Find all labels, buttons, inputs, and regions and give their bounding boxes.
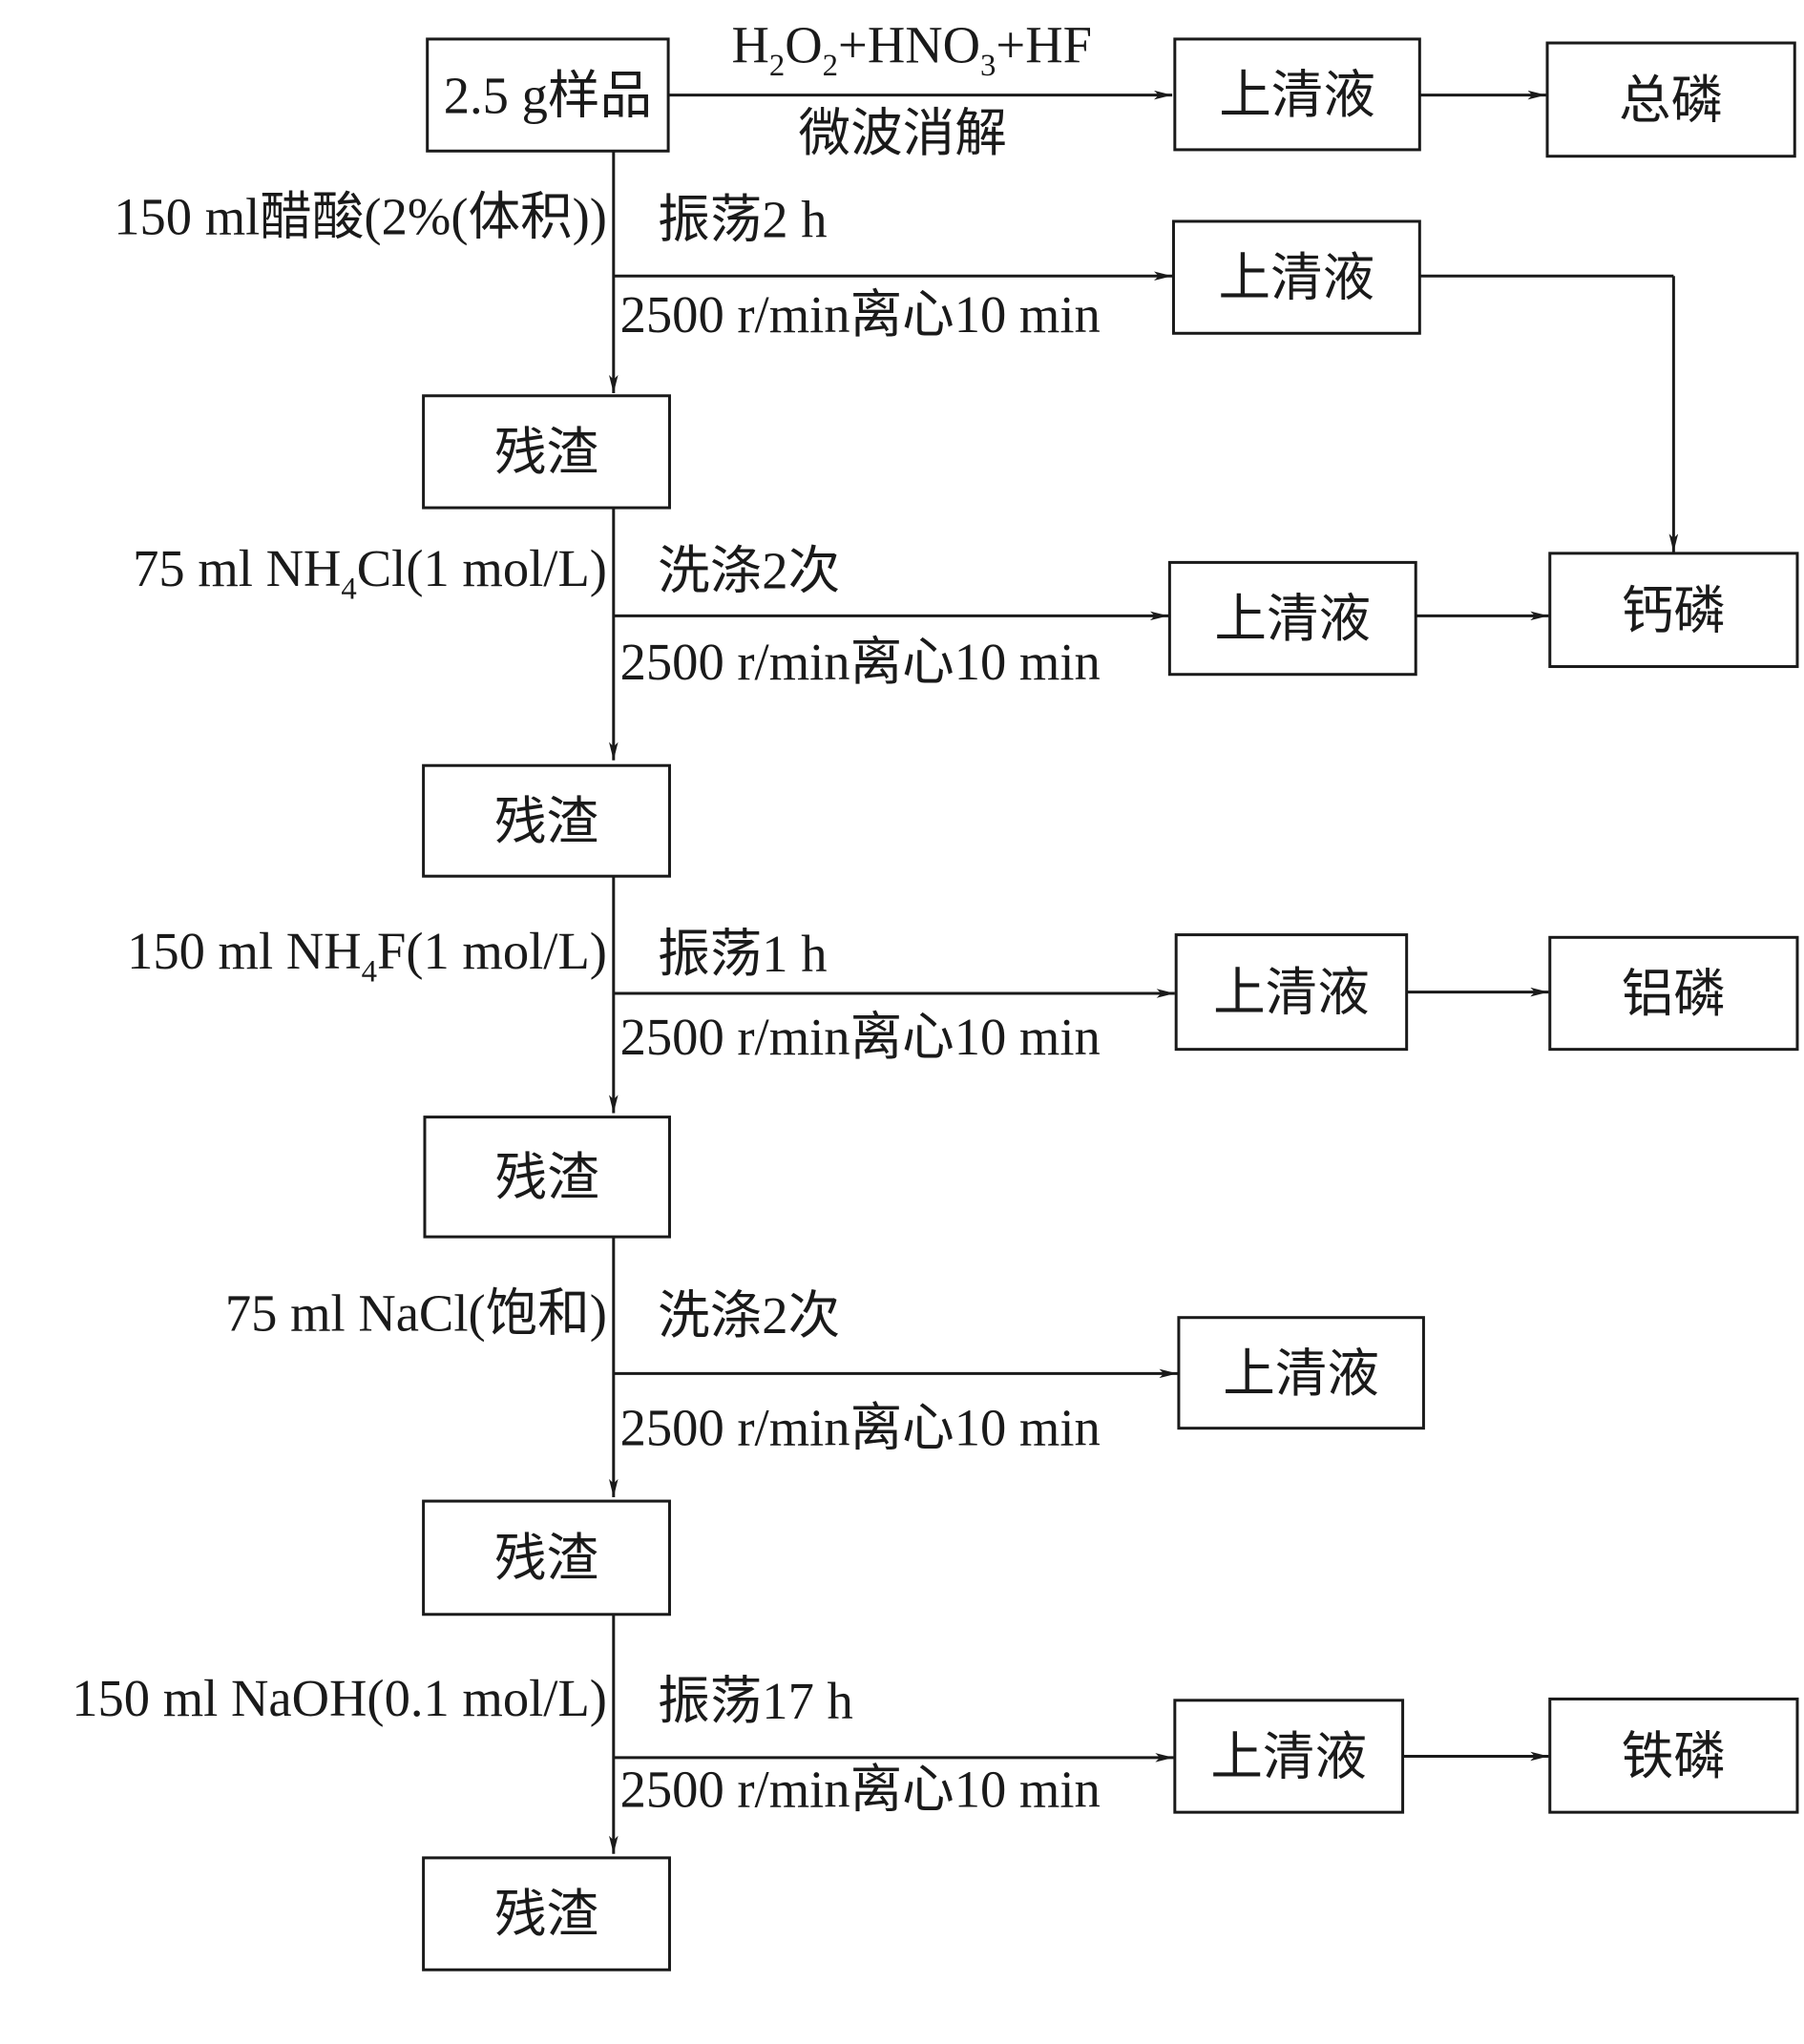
step-action: 振荡2 h [658,190,827,248]
residue-box-frame [422,1499,671,1616]
product-box-2-frame [1548,935,1799,1052]
supernatant-box: 上清液 [1167,560,1417,677]
supernatant-box-frame [1171,219,1421,335]
residue-box-label: 残渣 [494,1530,598,1588]
step-reagent-part: F(1 mol/L) [377,922,607,980]
product-box-2-label: 铝磷 [1622,965,1726,1023]
supernatant-box-0: 上清液 [1173,37,1421,152]
supernatant-box: 上清液 [1174,933,1409,1052]
digest-reagent-part: 3 [980,49,996,83]
supernatant-box: 上清液 [1173,1699,1405,1814]
residue-box-frame [422,394,671,510]
digest-reagent-part: +HNO [838,15,980,73]
residue-box-label: 残渣 [495,1148,599,1206]
digest-reagent-part: 2 [823,49,838,83]
step-reagent-part: 4 [341,573,356,607]
step-centrifuge: 2500 r/min离心10 min [620,633,1101,691]
step-reagent-part: 75 ml NH [133,539,341,597]
step-reagent: 150 ml醋酸(2%(体积)) [114,188,607,246]
supernatant-box-frame [1174,933,1409,1052]
product-box-4-frame [1548,1697,1799,1814]
step-centrifuge: 2500 r/min离心10 min [620,285,1101,344]
digest-method: 微波消解 [799,104,1007,162]
calcium-phosphorus-box: 钙磷 [1548,552,1799,669]
supernatant-box-frame [1173,1699,1405,1814]
sample-box-label: 2.5 g样品 [444,67,652,125]
step-action: 洗涤2次 [658,542,840,600]
residue-box-frame [422,763,671,878]
residue-box-frame [423,1116,671,1239]
calcium-phosphorus-box-label: 钙磷 [1622,581,1726,639]
step-reagent-part: 150 ml醋酸(2%(体积)) [114,188,607,246]
sample-box: 2.5 g样品 [426,37,670,153]
residue-box-label: 残渣 [494,1886,598,1944]
supernatant-box-label: 上清液 [1214,590,1371,648]
digest-reagent-part: H [732,15,769,73]
residue-box: 残渣 [422,394,671,510]
residue-box-label: 残渣 [494,424,598,482]
digest-reagent-part: +HF [996,15,1092,73]
supernatant-box-frame [1167,560,1417,677]
step-action: 振荡17 h [658,1672,853,1730]
step-action: 洗涤2次 [658,1286,840,1345]
residue-box: 残渣 [422,1499,671,1616]
step-reagent: 75 ml NaCl(饱和) [225,1283,607,1342]
digest-reagent-part: 2 [769,49,785,83]
supernatant-box-label: 上清液 [1223,1345,1379,1403]
calcium-phosphorus-box-frame [1548,552,1799,669]
supernatant-box-0-frame [1173,37,1421,152]
step-reagent-part: 4 [362,955,377,990]
product-box-4: 铁磷 [1548,1697,1799,1814]
step-reagent: 150 ml NaOH(0.1 mol/L) [72,1669,607,1727]
step-reagent: 150 ml NH4F(1 mol/L) [127,922,607,990]
supernatant-box-frame [1177,1316,1425,1430]
step-action: 振荡1 h [658,925,827,983]
supernatant-box: 上清液 [1177,1316,1425,1430]
step-reagent-part: Cl(1 mol/L) [357,539,607,597]
supernatant-box-label: 上清液 [1219,249,1375,307]
supernatant-box-0-label: 上清液 [1219,66,1375,124]
step-reagent: 75 ml NH4Cl(1 mol/L) [133,539,607,607]
step-centrifuge: 2500 r/min离心10 min [620,1008,1101,1066]
product-box-4-label: 铁磷 [1622,1727,1726,1785]
digest-reagent-part: O [785,15,822,73]
step-reagent-part: 150 ml NaOH(0.1 mol/L) [72,1669,607,1727]
residue-box-frame [422,1856,671,1971]
residue-box: 残渣 [422,763,671,878]
supernatant-box: 上清液 [1171,219,1421,335]
step-centrifuge: 2500 r/min离心10 min [620,1761,1101,1819]
total-phosphorus-box-label: 总磷 [1619,71,1723,129]
product-box-2: 铝磷 [1548,935,1799,1052]
digest-reagent: H2O2+HNO3+HF [732,15,1092,83]
step-reagent-part: 150 ml NH [127,922,362,980]
supernatant-box-label: 上清液 [1213,964,1370,1022]
residue-box: 残渣 [422,1856,671,1971]
sample-box-frame [426,37,670,153]
step-reagent-part: 75 ml NaCl(饱和) [225,1283,607,1342]
supernatant-box-label: 上清液 [1210,1728,1367,1786]
total-phosphorus-box: 总磷 [1545,41,1796,158]
residue-box: 残渣 [423,1116,671,1239]
step-centrifuge: 2500 r/min离心10 min [620,1398,1101,1456]
residue-box-label: 残渣 [494,792,598,850]
total-phosphorus-box-frame [1545,41,1796,158]
